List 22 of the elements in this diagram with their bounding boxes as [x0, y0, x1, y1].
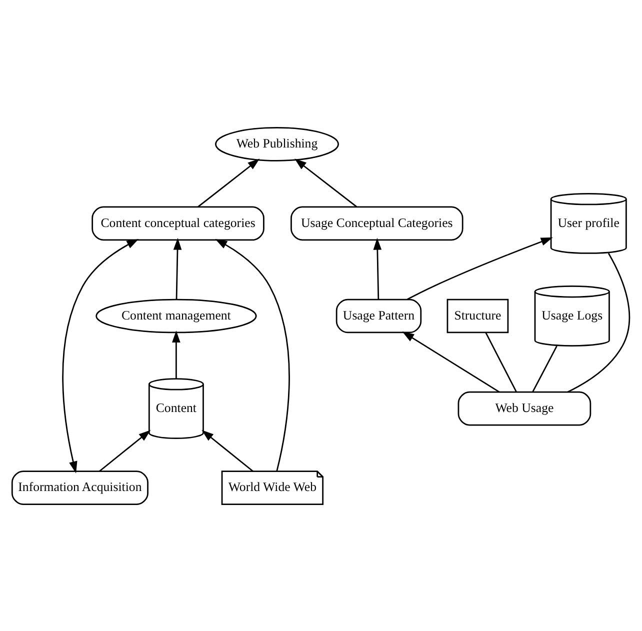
connector [532, 345, 558, 392]
arrow [172, 330, 180, 378]
arrow [173, 237, 182, 299]
arrow [202, 429, 254, 472]
node-box: Web Usage [458, 390, 592, 426]
node-box: Usage Conceptual Categories [290, 206, 464, 240]
node-ellipse: Web Publishing [215, 126, 339, 161]
arrow [215, 238, 290, 471]
node-box: Information Acquisition [11, 470, 148, 505]
arrow [402, 331, 500, 392]
arrow [62, 238, 139, 473]
node-box: Content conceptual categories [92, 206, 264, 240]
node-box: Usage Pattern [336, 298, 422, 333]
arrow [406, 236, 553, 300]
arrow [373, 237, 382, 299]
connector [567, 252, 630, 392]
node-ellipse: Content management [96, 298, 257, 333]
node-box: Structure [446, 298, 509, 333]
arrow [198, 158, 260, 207]
arrow [99, 429, 151, 472]
connector [485, 332, 517, 392]
arrow [294, 158, 358, 207]
